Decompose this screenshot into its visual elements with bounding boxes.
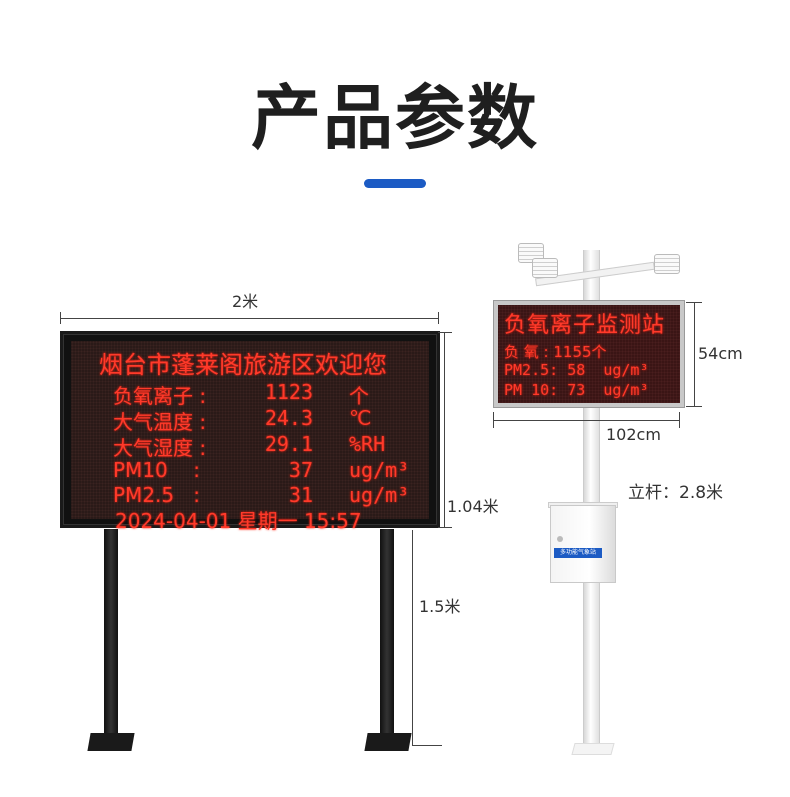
small-width-line xyxy=(493,420,679,421)
large-width-tick-right xyxy=(438,312,439,324)
small-display-title: 负氧离子监测站 xyxy=(504,313,666,338)
small-width-label: 102cm xyxy=(606,425,661,444)
large-height-tick-bottom xyxy=(438,527,452,528)
large-height-line xyxy=(444,332,445,527)
row-unit: ℃ xyxy=(349,406,372,430)
sensor-left xyxy=(532,258,558,278)
large-width-label: 2米 xyxy=(232,292,259,311)
large-display-datetime: 2024-04-01 星期一 15:57 xyxy=(115,509,362,533)
row-label: PM10 : xyxy=(113,458,200,482)
small-row: PM 10: 73 ug/m³ xyxy=(504,381,649,399)
station-base-plate xyxy=(571,743,615,755)
row-label: 负氧离子 : xyxy=(113,384,207,408)
row-unit: ug/m³ xyxy=(349,483,410,507)
row-unit: 个 xyxy=(349,384,369,408)
large-led-display: 烟台市蓬莱阁旅游区欢迎您 负氧离子 : 1123 个 大气温度 : 24.3 ℃… xyxy=(60,331,440,533)
small-led-display: 负氧离子监测站 负 氧 : 1155个 PM2.5: 58 ug/m³ PM 1… xyxy=(493,300,685,408)
large-height-label: 1.04米 xyxy=(447,497,499,516)
large-width-tick-left xyxy=(60,312,61,324)
sensor-right xyxy=(654,254,680,274)
row-value: 24.3 xyxy=(264,406,313,430)
leg-height-tick-bottom xyxy=(412,745,442,746)
left-leg xyxy=(104,529,118,739)
left-base-plate xyxy=(87,733,135,751)
right-leg xyxy=(380,529,394,739)
row-label: 大气湿度 : xyxy=(113,436,207,460)
large-width-line xyxy=(60,318,439,319)
small-row: 负 氧 : 1155个 xyxy=(504,343,607,361)
row-label: PM2.5 : xyxy=(113,483,200,507)
large-height-tick-top xyxy=(438,332,452,333)
small-height-tick-top xyxy=(686,302,702,303)
small-height-line xyxy=(694,302,695,406)
pole-height-label: 立杆：2.8米 xyxy=(628,483,724,503)
page-title: 产品参数 xyxy=(251,77,539,159)
row-label: 大气温度 : xyxy=(113,410,207,434)
small-width-tick-right xyxy=(679,412,680,428)
cabinet-lock-icon xyxy=(557,536,563,542)
small-row: PM2.5: 58 ug/m³ xyxy=(504,361,649,379)
equipment-cabinet: 多功能气象站 xyxy=(550,505,616,583)
cabinet-label: 多功能气象站 xyxy=(554,548,602,558)
row-value: 1123 xyxy=(264,380,313,404)
row-value: 31 xyxy=(288,483,313,507)
large-display-title: 烟台市蓬莱阁旅游区欢迎您 xyxy=(99,351,387,379)
small-width-tick-left xyxy=(493,412,494,428)
small-height-tick-bottom xyxy=(686,406,702,407)
small-led-screen: 负氧离子监测站 负 氧 : 1155个 PM2.5: 58 ug/m³ PM 1… xyxy=(498,305,680,403)
row-unit: %RH xyxy=(349,432,386,456)
row-unit: ug/m³ xyxy=(349,458,410,482)
row-value: 29.1 xyxy=(264,432,313,456)
leg-height-label: 1.5米 xyxy=(419,597,461,616)
small-height-label: 54cm xyxy=(698,344,743,363)
right-base-plate xyxy=(364,733,412,751)
row-value: 37 xyxy=(288,458,313,482)
title-accent-bar xyxy=(364,179,426,188)
large-led-screen: 烟台市蓬莱阁旅游区欢迎您 负氧离子 : 1123 个 大气温度 : 24.3 ℃… xyxy=(71,341,429,533)
leg-height-line xyxy=(412,530,413,746)
